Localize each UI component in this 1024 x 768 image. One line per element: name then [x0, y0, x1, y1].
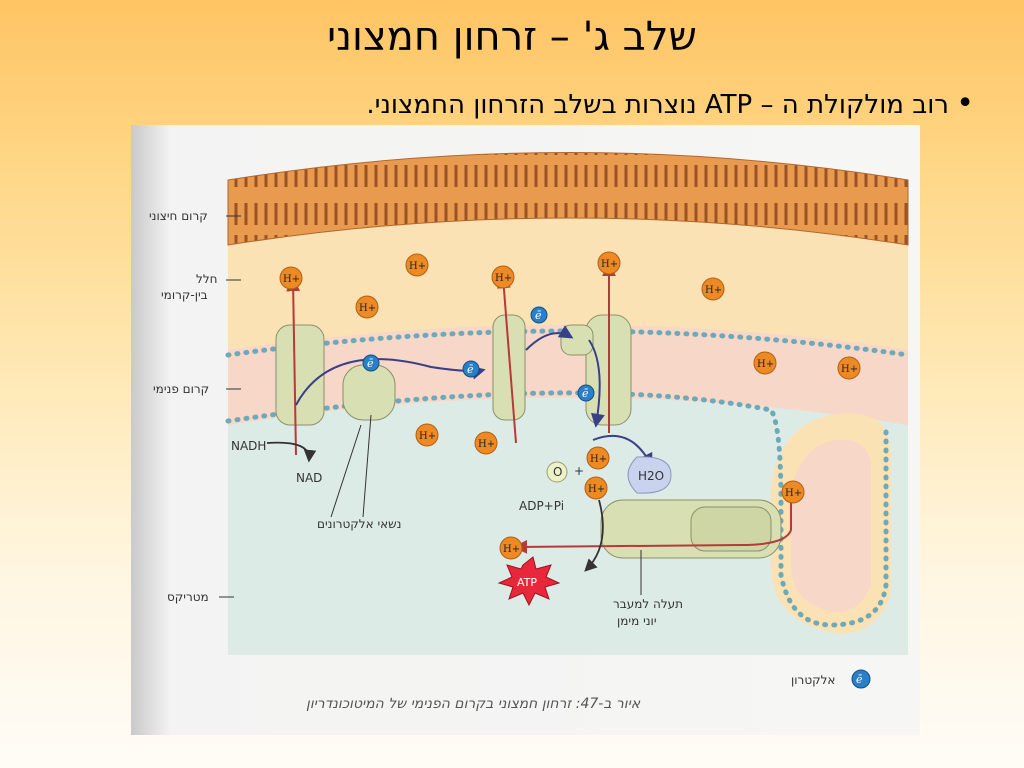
- oxidative-phosphorylation-diagram: H+ H+ H+ H+ H+ H+ H+ H+ H+ H+ H+ H+ H+ H…: [131, 125, 920, 735]
- atp-label: ATP: [517, 576, 537, 589]
- bullet-marker: •: [956, 86, 974, 121]
- oxygen-water: O + H2O: [546, 456, 672, 494]
- proton-14: H+: [499, 536, 523, 560]
- electron-1: ē: [362, 354, 380, 372]
- electron-legend-icon: ē: [851, 669, 871, 689]
- svg-text:H+: H+: [419, 431, 436, 442]
- complex-3: [492, 314, 526, 421]
- svg-text:H+: H+: [757, 359, 774, 370]
- bullet-text: רוב מולקולת ה – ATP נוצרות בשלב הזרחון ה…: [366, 90, 949, 120]
- membrane-scene: [225, 152, 911, 655]
- intermembrane-label-1: חלל: [196, 272, 217, 286]
- slide-title: שלב ג' – זרחון חמצוני: [327, 14, 697, 60]
- proton-8: H+: [837, 356, 861, 380]
- proton-5: H+: [597, 251, 621, 275]
- svg-text:H+: H+: [785, 488, 802, 499]
- oxygen-label: O: [553, 465, 562, 479]
- electrons: ē ē ē ē ē: [362, 306, 871, 689]
- svg-text:ē: ē: [535, 309, 542, 322]
- proton-6: H+: [701, 277, 725, 301]
- mitochondria-figure: H+ H+ H+ H+ H+ H+ H+ H+ H+ H+ H+ H+ H+ H…: [131, 125, 920, 735]
- svg-text:H+: H+: [588, 484, 605, 495]
- proton-2: H+: [405, 253, 429, 277]
- complex-1: [275, 324, 325, 426]
- svg-text:H+: H+: [841, 364, 858, 375]
- electron-3: ē: [530, 306, 548, 324]
- svg-text:ē: ē: [367, 357, 374, 370]
- protons: H+ H+ H+ H+ H+ H+ H+ H+ H+ H+ H+ H+ H+ H…: [279, 251, 861, 560]
- inner-membrane-label: קרום פנימי: [153, 382, 209, 396]
- proton-13: H+: [781, 480, 805, 504]
- water-molecule: [627, 456, 672, 494]
- plus-sign: +: [574, 464, 584, 478]
- proton-1: H+: [279, 266, 303, 290]
- electron-carriers-label: נשאי אלקטרונים: [317, 517, 401, 531]
- electron-4: ē: [577, 384, 595, 402]
- proton-7: H+: [753, 351, 777, 375]
- atp-synthase: [600, 499, 782, 559]
- electron-legend-label: אלקטרון: [791, 673, 835, 687]
- svg-text:H+: H+: [503, 544, 520, 555]
- svg-text:H+: H+: [495, 273, 512, 284]
- cytochrome-c: [560, 324, 594, 356]
- svg-text:H+: H+: [478, 439, 495, 450]
- nad-label: NAD: [296, 471, 322, 485]
- nadh-label: NADH: [231, 439, 266, 453]
- adp-pi-label: ADP+Pi: [519, 499, 564, 513]
- svg-text:H+: H+: [359, 303, 376, 314]
- atp-burst: ATP: [497, 556, 561, 607]
- proton-11: H+: [586, 446, 610, 470]
- figure-caption: איור ב-47: זרחון חמצוני בקרום הפנימי של …: [306, 696, 641, 712]
- svg-text:H+: H+: [409, 261, 426, 272]
- figure-labels: NADH NAD ADP+Pi נשאי אלקטרונים תעלה למעב…: [231, 414, 683, 628]
- intermembrane-label-2: בין-קרומי: [161, 288, 208, 302]
- oxygen-molecule: [546, 461, 568, 483]
- outer-membrane: [227, 152, 909, 246]
- svg-text:ē: ē: [582, 387, 589, 400]
- svg-text:ē: ē: [467, 363, 474, 376]
- electron-2: ē: [462, 360, 480, 378]
- intermembrane-space: [228, 215, 908, 365]
- water-label: H2O: [638, 469, 664, 483]
- svg-text:H+: H+: [283, 274, 300, 285]
- proton-12: H+: [584, 476, 608, 500]
- proton-pump-arrows: [286, 262, 792, 554]
- channel-label-2: יוני מימן: [617, 614, 657, 628]
- svg-text:H+: H+: [590, 454, 607, 465]
- proton-10: H+: [474, 431, 498, 455]
- svg-text:H+: H+: [601, 259, 618, 270]
- proton-3: H+: [355, 295, 379, 319]
- inner-membrane-bottom-beads: [225, 390, 889, 628]
- proton-9: H+: [415, 423, 439, 447]
- channel-label-1: תעלה למעבר: [613, 597, 683, 611]
- matrix-label: מטריקס: [167, 590, 209, 604]
- complex-2: [342, 364, 396, 421]
- svg-text:H+: H+: [705, 285, 722, 296]
- outer-membrane-label: קרום חיצוני: [149, 209, 208, 223]
- svg-text:ē: ē: [856, 673, 863, 686]
- proton-4: H+: [491, 265, 515, 289]
- side-labels: קרום חיצוני חלל בין-קרומי קרום פנימי מטר…: [149, 209, 241, 604]
